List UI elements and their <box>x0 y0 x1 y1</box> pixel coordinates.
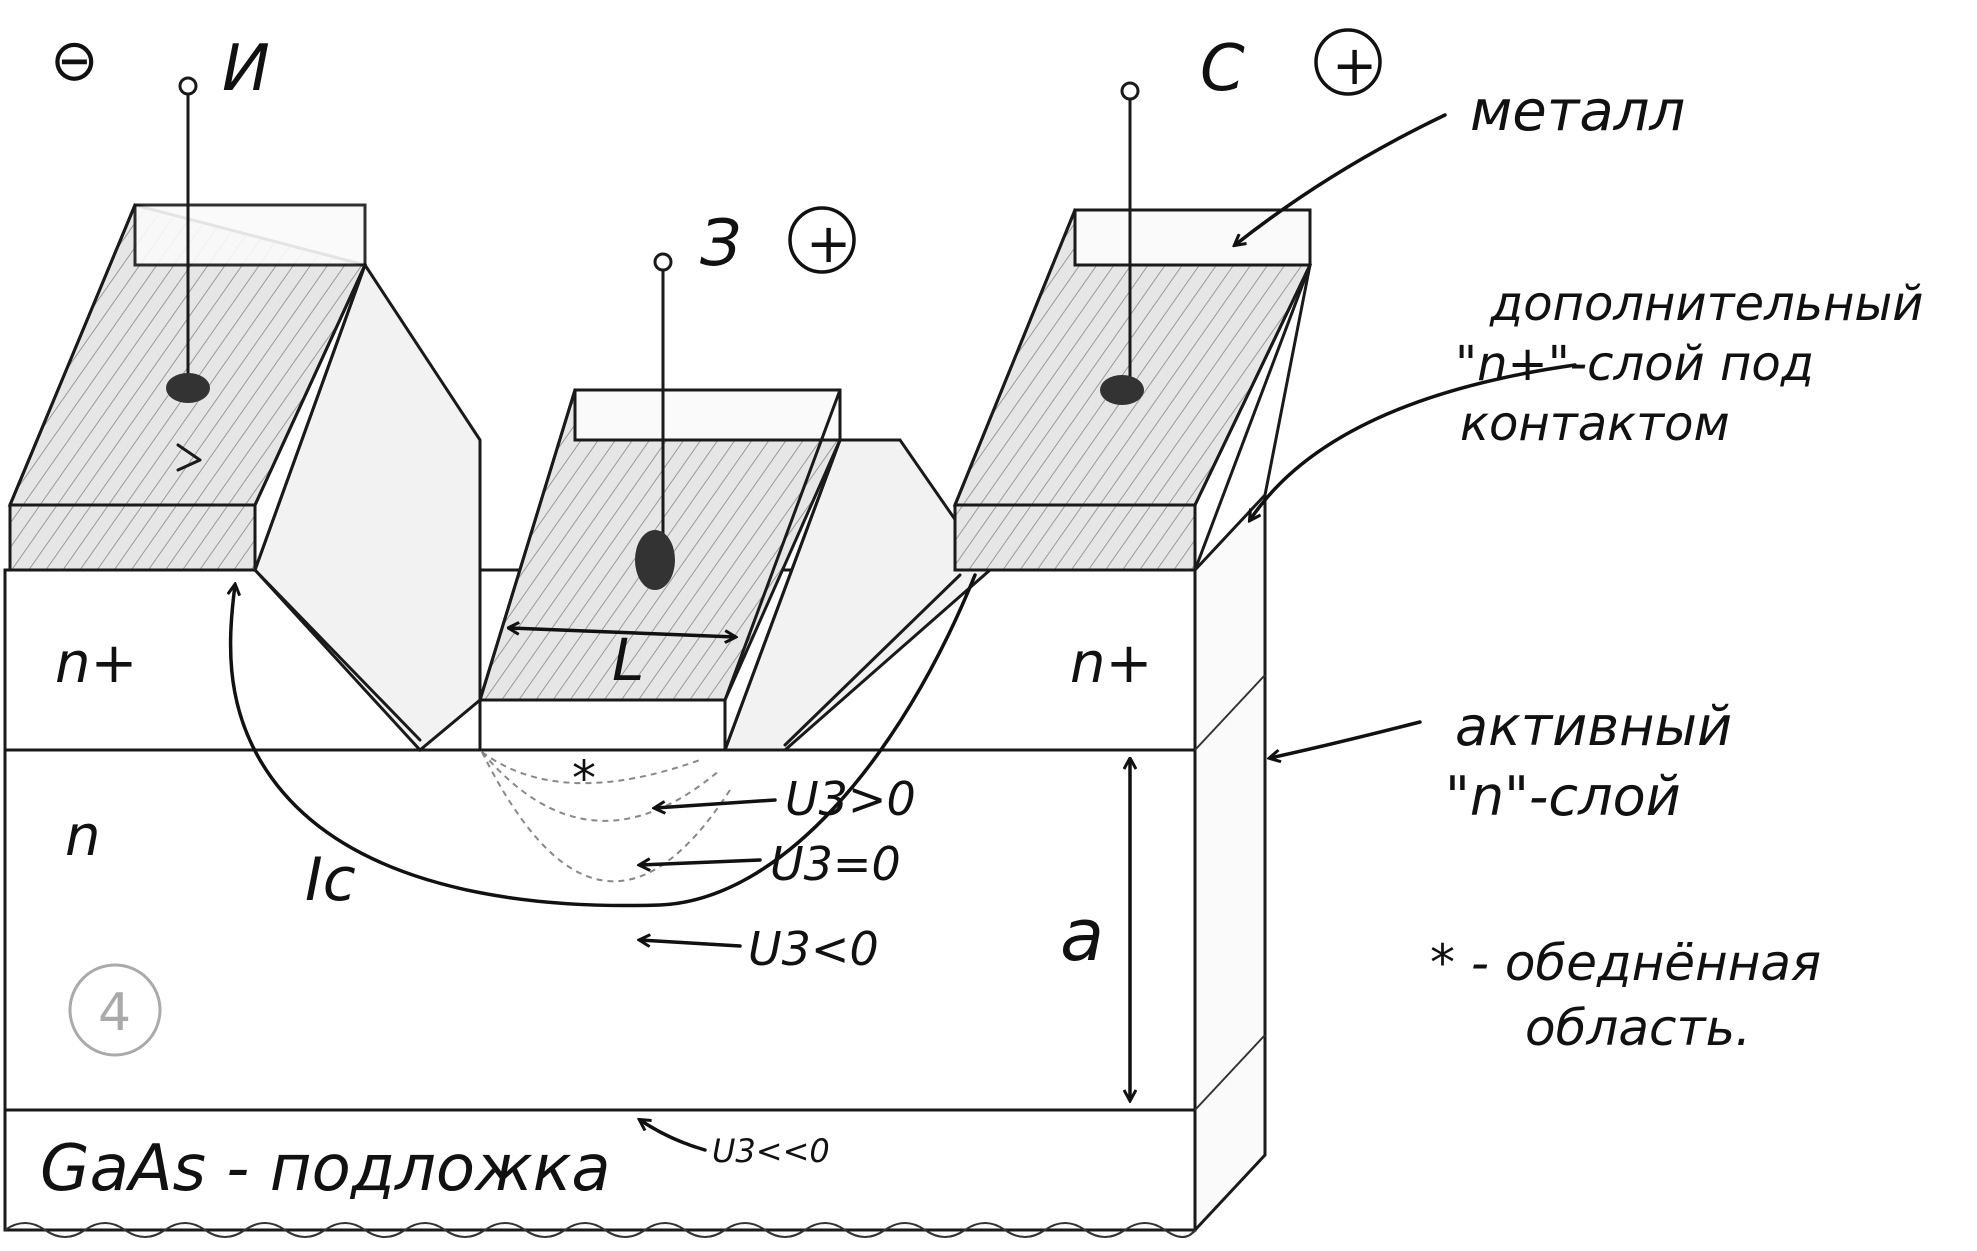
u3-zero-label: U3=0 <box>770 837 901 891</box>
metal-annotation: металл <box>1470 79 1685 144</box>
n-plus-right: n+ <box>1070 631 1152 696</box>
arrow-u3-very-neg <box>640 1120 707 1152</box>
gate-label: З <box>700 207 741 281</box>
thickness-label: a <box>1060 893 1104 977</box>
gate-polarity: + <box>806 212 851 275</box>
drain-label: С <box>1200 32 1245 106</box>
current-path-arrow <box>231 573 977 908</box>
arrow-metal <box>1235 113 1447 245</box>
gate-length-label: L <box>612 626 644 694</box>
extra-layer-line3: контактом <box>1460 396 1730 452</box>
u3-very-neg-label: U3<<0 <box>712 1132 830 1170</box>
substrate-label: GaAs - подложка <box>40 1132 611 1206</box>
recess <box>253 261 992 753</box>
arrow-active-layer <box>1270 720 1422 758</box>
gate-polarity-circle <box>788 206 856 274</box>
drain-contact-dot <box>1100 375 1144 405</box>
corner-mark-circle <box>68 963 162 1057</box>
depletion-mark: * <box>572 751 596 807</box>
source-contact-dot <box>166 373 210 403</box>
source-polarity: ⊖ <box>50 26 99 94</box>
current-label: Ic <box>305 845 356 915</box>
drain-polarity: + <box>1332 34 1377 97</box>
corner-mark: 4 <box>98 983 131 1043</box>
n-layer-label: n <box>65 804 101 869</box>
drain-polarity-circle <box>1314 28 1382 96</box>
source-label: И <box>222 32 270 106</box>
u3-neg-label: U3<0 <box>748 922 879 976</box>
broken-edge <box>4 1222 1196 1238</box>
active-line2: "n"-слой <box>1445 765 1681 828</box>
depletion-line2: область. <box>1525 999 1751 1057</box>
arrow-u3-zero <box>640 860 762 865</box>
arrow-u3-neg <box>640 940 742 948</box>
labels: ⊖ И З + С + n+ n+ n Ic L * a GaAs - подл… <box>40 26 1924 1206</box>
extra-layer-line2: "n+"-слой под <box>1455 336 1814 392</box>
u3-pos-label: U3>0 <box>785 772 916 826</box>
active-line1: активный <box>1455 695 1732 758</box>
source-contact <box>7 76 368 572</box>
arrow-u3-pos <box>655 798 777 808</box>
drain-contact <box>952 81 1313 572</box>
gate-contact-dot <box>635 530 675 590</box>
depletion-curves <box>481 751 731 883</box>
gate-contact <box>477 252 843 752</box>
depletion-line1: * - обеднённая <box>1430 934 1821 992</box>
arrow-extra-layer <box>1250 363 1577 520</box>
n-plus-left: n+ <box>55 631 137 696</box>
extra-layer-line1: дополнительный <box>1489 276 1924 332</box>
